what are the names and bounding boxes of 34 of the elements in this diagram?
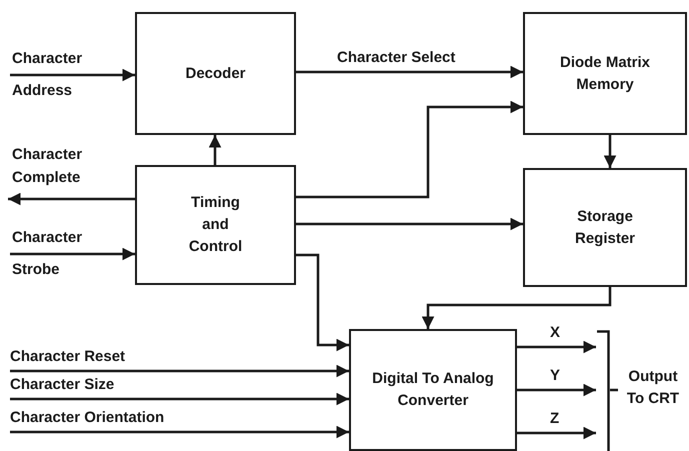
- arrow: [10, 426, 349, 438]
- arrow: [296, 100, 523, 198]
- output-text: Output To CRT: [618, 350, 688, 426]
- register-box: Storage Register: [523, 168, 687, 287]
- edge-label: Character Address: [12, 49, 84, 101]
- arrow: [604, 135, 616, 168]
- arrow: [517, 426, 596, 440]
- edge-label: Character Strobe: [12, 228, 84, 280]
- timing-control-box: Timing and Control: [135, 165, 296, 285]
- arrow: [296, 254, 349, 352]
- arrow: [517, 340, 596, 354]
- arrow: [10, 248, 135, 260]
- arrow: [422, 287, 612, 329]
- edge-label: Z: [550, 409, 560, 429]
- bracket: [596, 330, 610, 451]
- converter-box: Digital To Analog Converter: [349, 329, 517, 451]
- edge-label: Y: [550, 366, 562, 386]
- arrow: [8, 192, 135, 206]
- arrow: [296, 218, 523, 230]
- edge-label: Character Reset: [10, 347, 126, 367]
- edge-label: Character Select: [337, 48, 456, 68]
- arrow: [517, 384, 596, 396]
- arrow: [10, 68, 135, 82]
- arrow: [208, 135, 222, 165]
- edge-label: Character Orientation: [10, 408, 166, 428]
- memory-box: Diode Matrix Memory: [523, 12, 687, 135]
- edge-label: Character Complete: [12, 145, 84, 188]
- edge-label: X: [550, 323, 562, 343]
- arrow: [10, 392, 349, 406]
- arrow: [296, 66, 523, 78]
- decoder-box: Decoder: [135, 12, 296, 135]
- connector-line: [610, 388, 618, 392]
- arrow: [10, 364, 349, 378]
- edge-label: Character Size: [10, 375, 116, 395]
